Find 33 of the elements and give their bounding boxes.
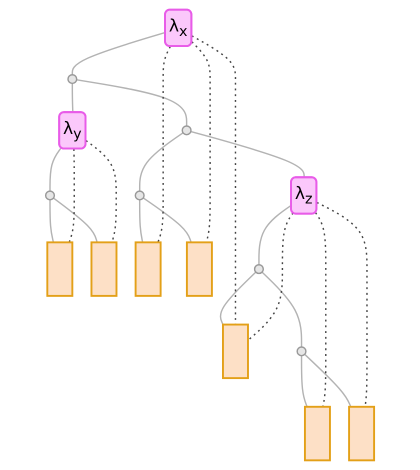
connector: [315, 212, 327, 407]
connector: [304, 354, 352, 408]
connector: [258, 204, 292, 265]
node-box: [186, 241, 213, 297]
connector: [262, 272, 302, 347]
connector: [49, 200, 54, 242]
node-circle: [296, 346, 307, 356]
connector: [248, 212, 294, 341]
node-box: [304, 406, 332, 462]
node-box: [348, 406, 376, 462]
connector: [316, 202, 368, 407]
node-circle: [45, 190, 56, 201]
node-box: [46, 241, 74, 297]
connector: [157, 46, 172, 243]
node-box: [134, 241, 162, 297]
connector: [142, 197, 192, 243]
node-circle: [254, 264, 264, 274]
node-box: [222, 324, 250, 380]
connector: [139, 132, 184, 192]
node-circle: [182, 125, 192, 136]
connector: [72, 32, 166, 75]
connector: [220, 272, 256, 325]
connector: [68, 149, 76, 243]
connector: [49, 147, 62, 192]
node-circle: [134, 190, 145, 201]
connector: [76, 79, 188, 126]
connector: [190, 130, 306, 178]
connector: [139, 200, 144, 242]
node-box: [90, 241, 118, 297]
connector: [53, 197, 98, 243]
connector: [72, 83, 74, 113]
connector: [300, 356, 308, 408]
node-circle: [67, 74, 78, 84]
